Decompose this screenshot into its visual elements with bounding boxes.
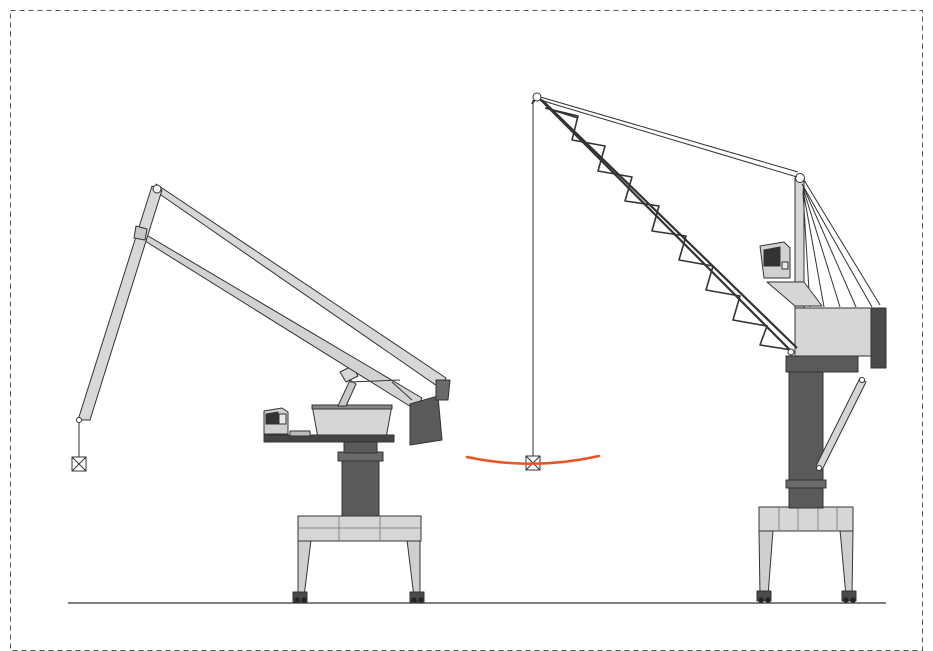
right-machinery-house: [794, 307, 874, 357]
left-portal-leg-right: [406, 539, 421, 598]
left-boom-pivot-top: [152, 184, 162, 194]
right-operator-cabin: [759, 241, 791, 279]
right-bogie-left: [756, 590, 772, 602]
right-jib-stay-upper: [536, 95, 799, 173]
left-machinery-house: [311, 404, 393, 439]
luffing-path-arc: [465, 454, 601, 465]
left-portal-leg-left: [297, 539, 312, 598]
right-lattice-jib: [531, 95, 798, 353]
left-portal: [292, 515, 425, 603]
left-counterweight: [409, 395, 443, 446]
left-crane: [71, 183, 451, 603]
left-bogie-right: [409, 591, 425, 603]
dashed-frame: [10, 10, 923, 651]
left-column: [341, 459, 380, 517]
right-portal-leg-left: [758, 529, 774, 597]
right-bogie-right: [841, 590, 857, 602]
left-bogie-left: [292, 591, 308, 603]
right-portal-leg-right: [839, 529, 854, 597]
left-hook-block: [71, 456, 87, 472]
right-crane: [525, 92, 887, 603]
left-jib-nose: [77, 185, 163, 421]
left-main-boom: [155, 183, 447, 389]
right-portal: [756, 506, 857, 603]
right-jib-stay-lower: [539, 99, 798, 178]
right-jib-tip-sheave: [532, 92, 542, 102]
left-operator-cabin: [263, 407, 289, 435]
left-link-arm: [137, 229, 423, 411]
left-deck: [263, 434, 395, 443]
right-jib-lattice-bracing: [544, 107, 793, 351]
right-portal-beam: [758, 506, 854, 532]
right-tower-top-sheave: [795, 173, 805, 183]
